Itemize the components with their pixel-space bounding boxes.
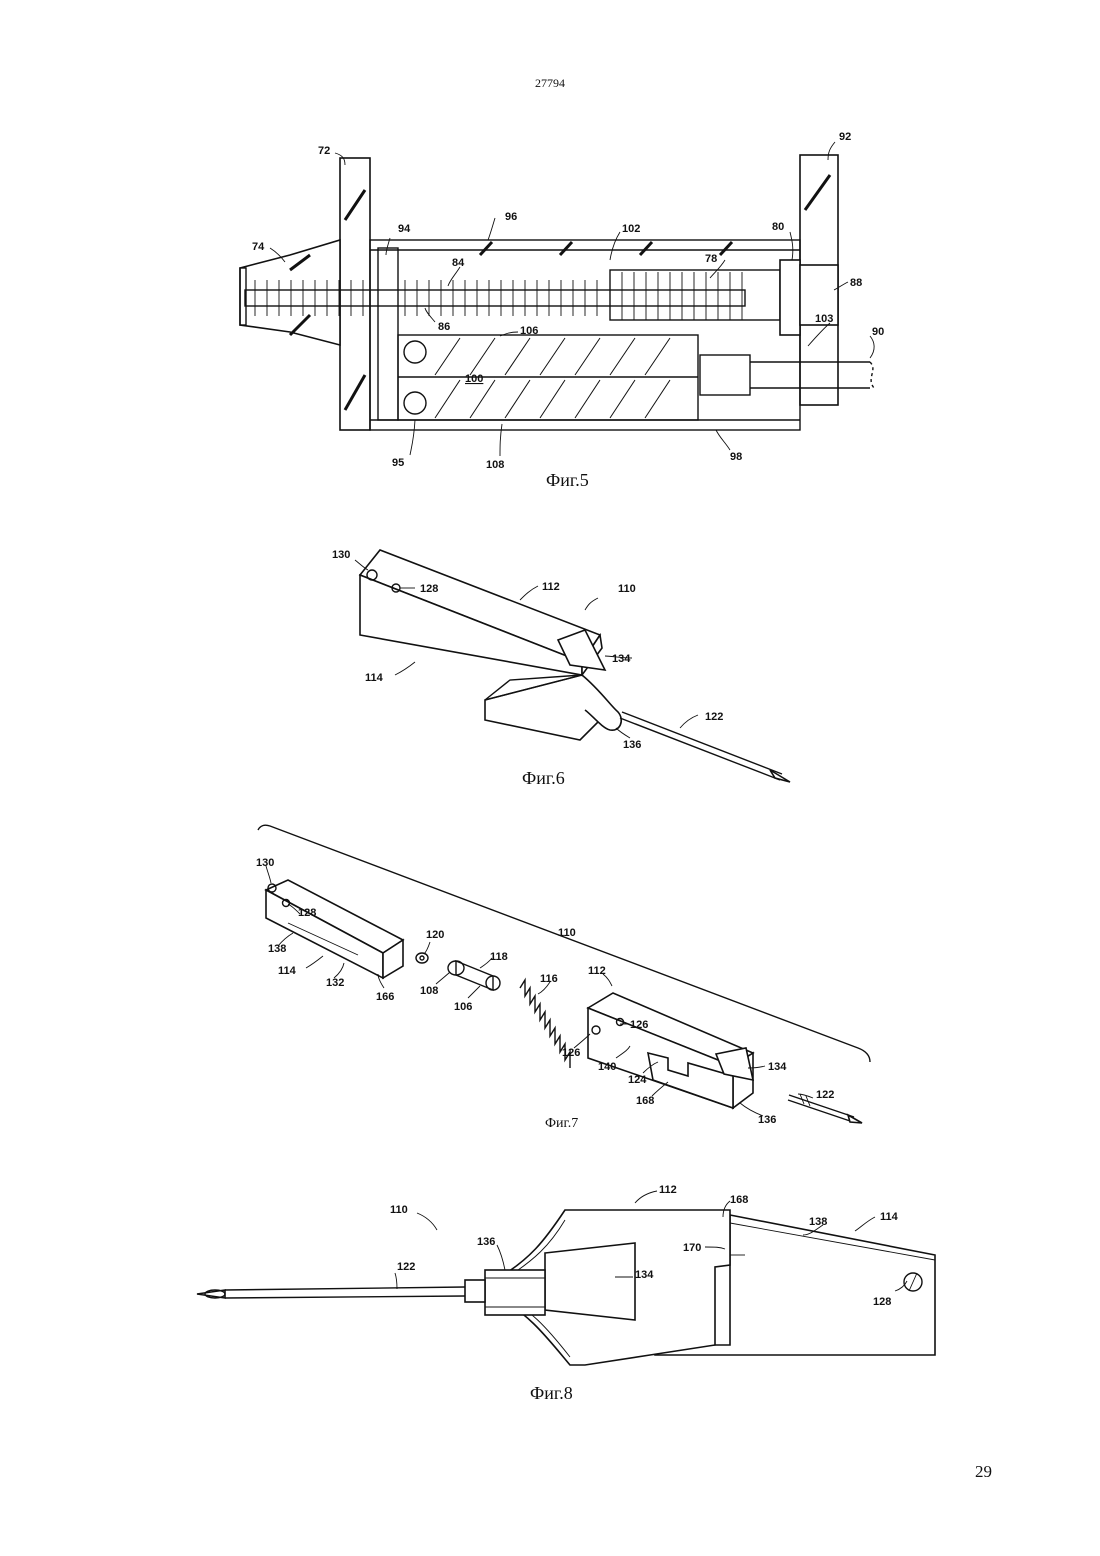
figure-7-caption: Фиг.7 [545,1116,578,1132]
fig7-label-166: 166 [376,991,394,1003]
fig5-label-88: 88 [850,277,862,289]
fig5-label-86: 86 [438,321,450,333]
fig5-label-102: 102 [622,223,640,235]
figure-8: 110 112 168 138 114 170 136 122 134 128 [185,1175,945,1375]
fig6-label-114: 114 [365,672,384,684]
fig7-label-122: 122 [816,1089,834,1101]
fig8-label-168: 168 [730,1194,748,1206]
fig5-label-108: 108 [486,459,504,470]
fig5-label-96: 96 [505,211,517,223]
fig5-label-72: 72 [318,145,330,157]
fig7-label-136: 136 [758,1114,776,1126]
fig6-label-110: 110 [618,583,636,595]
fig5-label-74: 74 [252,241,265,253]
fig7-label-134: 134 [768,1061,787,1073]
fig5-label-100: 100 [465,373,483,385]
fig7-label-116: 116 [540,973,558,985]
fig5-label-103: 103 [815,313,833,325]
figure-5-caption: Фиг.5 [546,470,589,491]
figure-7: 130 128 138 114 132 166 120 108 106 110 … [248,818,878,1138]
page-number: 29 [975,1462,992,1482]
fig7-label-124: 124 [628,1074,647,1086]
fig7-label-106: 106 [454,1001,472,1013]
fig7-label-128: 128 [298,907,316,919]
fig7-label-126b: 126 [562,1047,580,1059]
fig6-label-128: 128 [420,583,438,595]
fig7-label-120: 120 [426,929,444,941]
fig7-label-108: 108 [420,985,438,997]
figure-7-drawing: 130 128 138 114 132 166 120 108 106 110 … [248,818,878,1138]
fig8-label-112: 112 [659,1184,677,1196]
fig5-label-94: 94 [398,223,411,235]
fig5-label-92: 92 [839,131,851,143]
fig5-label-95: 95 [392,457,404,469]
fig7-label-110: 110 [558,927,576,939]
fig7-label-114: 114 [278,965,297,977]
figure-6-drawing: 130 128 112 110 134 114 122 136 [320,540,820,790]
fig8-label-110: 110 [390,1204,408,1216]
fig5-label-98: 98 [730,451,742,463]
fig7-label-112: 112 [588,965,606,977]
fig8-label-136: 136 [477,1236,495,1248]
figure-8-caption: Фиг.8 [530,1383,573,1404]
fig7-label-138: 138 [268,943,286,955]
fig7-label-132: 132 [326,977,344,989]
fig8-label-122: 122 [397,1261,415,1273]
fig5-label-106: 106 [520,325,538,337]
fig7-label-140: 140 [598,1061,616,1073]
fig5-label-78: 78 [705,253,717,265]
fig8-label-138: 138 [809,1216,827,1228]
fig5-label-90: 90 [872,326,884,338]
figure-5-drawing: 72 92 74 94 96 102 80 78 84 88 86 106 10… [230,120,910,470]
fig7-label-126: 126 [630,1019,648,1031]
document-number: 27794 [0,76,1100,91]
fig6-label-130: 130 [332,549,350,561]
fig8-label-134: 134 [635,1269,654,1281]
figure-5: 72 92 74 94 96 102 80 78 84 88 86 106 10… [230,120,910,470]
fig7-label-130: 130 [256,857,274,869]
fig6-label-136: 136 [623,739,641,751]
fig6-label-112: 112 [542,581,560,593]
fig8-label-128: 128 [873,1296,891,1308]
fig6-label-122: 122 [705,711,723,723]
fig8-label-114: 114 [880,1211,899,1223]
figure-6-caption: Фиг.6 [522,768,565,789]
fig7-label-168: 168 [636,1095,654,1107]
fig7-label-118: 118 [490,951,508,963]
figure-8-drawing: 110 112 168 138 114 170 136 122 134 128 [185,1175,945,1375]
fig8-label-170: 170 [683,1242,701,1254]
fig6-label-134: 134 [612,653,631,665]
figure-6: 130 128 112 110 134 114 122 136 [320,540,820,790]
fig5-label-84: 84 [452,257,465,269]
fig5-label-80: 80 [772,221,784,233]
